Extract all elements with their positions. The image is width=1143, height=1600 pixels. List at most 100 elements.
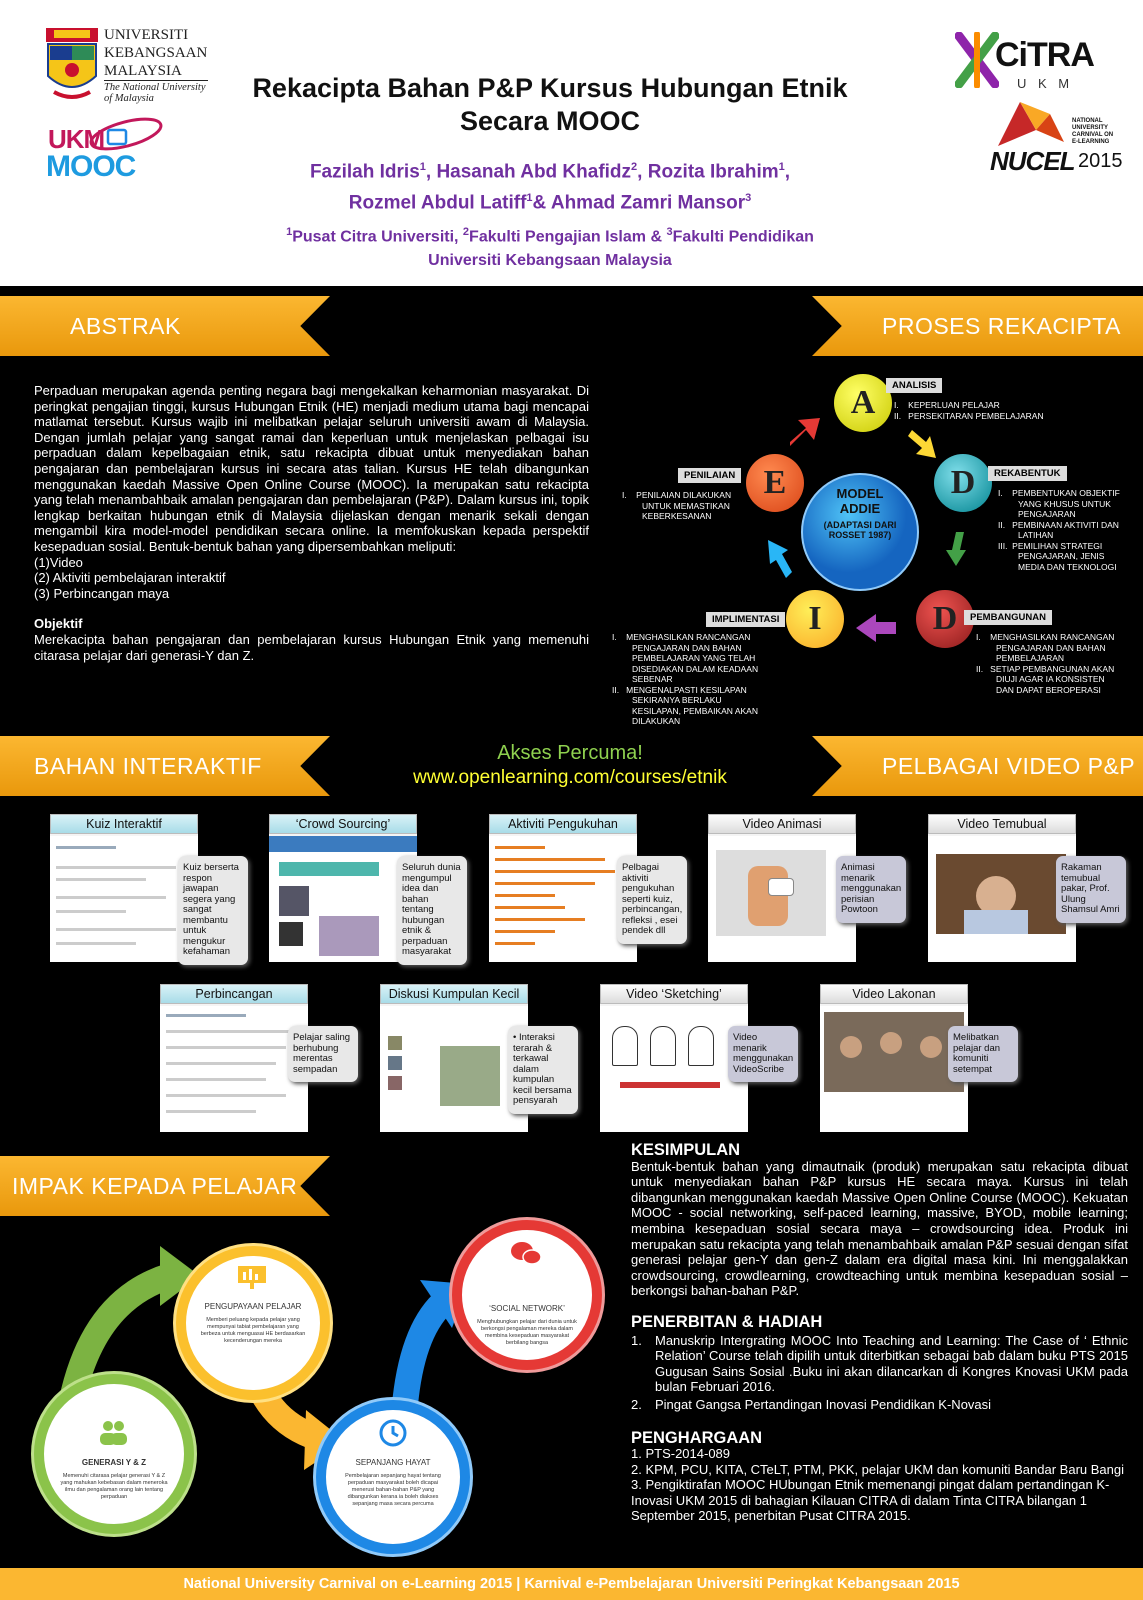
impak-social-title: ‘SOCIAL NETWORK’ bbox=[489, 1304, 565, 1313]
akses-link[interactable]: www.openlearning.com/courses/etnik bbox=[413, 767, 727, 788]
ribbon-proses: PROSES REKACIPTA bbox=[812, 296, 1143, 356]
callout-kuiz: Kuiz berserta respon jawapan segera yang… bbox=[178, 856, 248, 965]
mooc-swoosh-icon bbox=[89, 117, 163, 151]
addie-rekabentuk-item-3: III. PEMILIHAN STRATEGI PENGAJARAN, JENI… bbox=[998, 540, 1117, 572]
impak-generasi-title: GENERASI Y & Z bbox=[81, 1458, 147, 1467]
addie-implimentasi-item-1: I. MENGHASILKAN RANCANGAN PENGAJARAN DAN… bbox=[612, 632, 759, 684]
addie-penilaian-list: I. PENILAIAN DILAKUKAN UNTUK MEMASTIKAN … bbox=[622, 490, 752, 522]
ukm-logo-line4: The National University bbox=[104, 82, 206, 93]
author-2: , Hasanah Abd Khafidz bbox=[425, 161, 632, 183]
impak-generasi-text: Memenuhi citarasa pelajar generasi Y & Z… bbox=[60, 1473, 168, 1500]
addie-center-circle bbox=[801, 473, 919, 591]
addie-circle-i: I bbox=[786, 590, 844, 648]
abstrak-text: Perpaduan merupakan agenda penting negar… bbox=[34, 383, 589, 663]
arrow-a-d bbox=[908, 430, 936, 458]
addie-circle-e: E bbox=[746, 454, 804, 512]
kesimpulan-block: KESIMPULAN Bentuk-bentuk bahan yang dima… bbox=[631, 1141, 1128, 1524]
addie-pembangunan-title: PEMBANGUNAN bbox=[964, 610, 1052, 625]
impak-circle-generasi bbox=[34, 1374, 194, 1534]
affil-2-sup: 2 bbox=[462, 226, 470, 238]
addie-penilaian-item-1: I. PENILAIAN DILAKUKAN UNTUK MEMASTIKAN … bbox=[622, 490, 732, 521]
nucel-year: 2015 bbox=[1078, 150, 1123, 172]
addie-circle-d1: D bbox=[934, 454, 992, 512]
addie-rekabentuk-item-1: I. PEMBENTUKAN OBJEKTIF YANG KHUSUS UNTU… bbox=[998, 488, 1120, 519]
callout-crowd: Seluruh dunia mengumpul idea dan bahan t… bbox=[397, 856, 467, 965]
ribbon-video: PELBAGAI VIDEO P&P bbox=[812, 736, 1143, 796]
addie-arrows bbox=[768, 418, 966, 642]
callout-aktiviti: Pelbagai aktiviti pengukuhan seperti kui… bbox=[617, 856, 687, 944]
addie-diagram: MODEL ADDIE (ADAPTASI DARI ROSSET 1987) … bbox=[600, 370, 1143, 730]
nucel-small-3: CARNIVAL ON bbox=[1072, 132, 1114, 138]
addie-pembangunan-list: I. MENGHASILKAN RANCANGAN PENGAJARAN DAN… bbox=[976, 632, 1116, 695]
shot-kuiz-screen bbox=[50, 836, 198, 962]
arrow-i-e bbox=[768, 540, 792, 578]
ukm-logo-line5: of Malaysia bbox=[104, 93, 154, 104]
addie-center-1: MODEL bbox=[836, 486, 884, 501]
affiliations: 1Pusat Citra Universiti, 2Fakulti Pengaj… bbox=[210, 220, 890, 273]
shot-temubual-screen bbox=[928, 836, 1076, 962]
shot-diskusi: Diskusi Kumpulan Kecil bbox=[380, 984, 528, 1132]
ukm-logo-line1: UNIVERSITI bbox=[104, 27, 189, 43]
author-1: Fazilah Idris bbox=[309, 161, 420, 183]
addie-center-3: (ADAPTASI DARI bbox=[823, 520, 897, 530]
impak-pengupayaan-title: PENGUPAYAAN PELAJAR bbox=[204, 1302, 302, 1311]
impak-diagram: GENERASI Y & Z Memenuhi citarasa pelajar… bbox=[0, 1220, 602, 1565]
addie-rekabentuk-title: REKABENTUK bbox=[988, 466, 1067, 481]
author-1-sup: 1 bbox=[419, 161, 426, 173]
presentation-icon bbox=[238, 1266, 266, 1289]
footer: National University Carnival on e-Learni… bbox=[0, 1568, 1143, 1600]
addie-rekabentuk-item-2: II. PEMBINAAN AKTIVITI DAN LATIHAN bbox=[998, 519, 1119, 541]
callout-diskusi: • Interaksi terarah & terkawal dalam kum… bbox=[508, 1026, 578, 1114]
penerbitan-heading: PENERBITAN & HADIAH bbox=[631, 1312, 823, 1331]
addie-implimentasi-item-2: II. MENGENALPASTI KESILAPAN SEKIRANYA BE… bbox=[612, 684, 758, 727]
addie-implimentasi-list: I. MENGHASILKAN RANCANGAN PENGAJARAN DAN… bbox=[612, 632, 772, 727]
shot-temubual-caption: Video Temubual bbox=[928, 814, 1076, 834]
penghargaan-heading: PENGHARGAAN bbox=[631, 1428, 763, 1447]
citra-x-icon bbox=[955, 32, 999, 88]
shot-crowd-caption: ‘Crowd Sourcing’ bbox=[269, 814, 417, 834]
callout-animasi: Animasi menarik menggunakan perisian Pow… bbox=[836, 856, 906, 923]
nucel-text: NUCEL bbox=[990, 146, 1076, 176]
nucel-logo: NATIONAL UNIVERSITY CARNIVAL ON E-LEARNI… bbox=[990, 96, 1125, 180]
citra-ukm-text: U K M bbox=[1017, 76, 1074, 91]
shot-perbincangan-screen bbox=[160, 1006, 308, 1132]
affil-2: Fakulti Pengajian Islam & bbox=[469, 228, 667, 246]
header bbox=[0, 0, 1143, 286]
shot-diskusi-caption: Diskusi Kumpulan Kecil bbox=[380, 984, 528, 1004]
penghargaan-item-1: 1. PTS-2014-089 bbox=[631, 1446, 731, 1462]
author-5-sup: 3 bbox=[745, 192, 752, 205]
shot-kuiz-caption: Kuiz Interaktif bbox=[50, 814, 198, 834]
clock-icon bbox=[379, 1419, 407, 1447]
callout-lakonan: Melibatkan pelajar dan komuniti setempat bbox=[948, 1026, 1018, 1082]
citra-text: CiTRA bbox=[995, 36, 1095, 74]
addie-analisis-title: ANALISIS bbox=[886, 378, 943, 393]
ukm-mooc-mooc: MOOC bbox=[46, 150, 136, 183]
author-comma: , bbox=[784, 161, 791, 183]
shot-kuiz: Kuiz Interaktif bbox=[50, 814, 198, 962]
shot-sketching-screen bbox=[600, 1006, 748, 1132]
abstrak-item-1: (1)Video bbox=[34, 554, 83, 570]
addie-center-2: ADDIE bbox=[839, 501, 881, 516]
chat-bubbles-icon bbox=[511, 1242, 542, 1265]
ribbon-impak: IMPAK KEPADA PELAJAR bbox=[0, 1156, 330, 1216]
addie-analisis-item-2: II. PERSEKITARAN PEMBELAJARAN bbox=[894, 410, 1044, 421]
impak-circle-sepanjang bbox=[316, 1400, 470, 1554]
objektif-heading: Objektif bbox=[34, 616, 83, 632]
affil-3-sup: 3 bbox=[666, 226, 673, 238]
shot-lakonan-caption: Video Lakonan bbox=[820, 984, 968, 1004]
affil-3: Fakulti Pendidikan bbox=[672, 228, 814, 246]
addie-rekabentuk-list: I. PEMBENTUKAN OBJEKTIF YANG KHUSUS UNTU… bbox=[998, 488, 1130, 572]
shot-aktiviti-screen bbox=[489, 836, 637, 962]
arrow-d-i bbox=[856, 614, 896, 642]
penerbitan-item-1: Manuskrip Intergrating MOOC Into Teachin… bbox=[655, 1332, 1128, 1395]
shot-perbincangan: Perbincangan bbox=[160, 984, 308, 1132]
akses-block: Akses Percuma! www.openlearning.com/cour… bbox=[380, 742, 760, 789]
addie-pembangunan-item-2: II. SETIAP PEMBANGUNAN AKAN DIUJI AGAR I… bbox=[976, 663, 1115, 695]
shot-diskusi-screen bbox=[380, 1006, 528, 1132]
arrow-e-a bbox=[790, 418, 820, 446]
shot-lakonan-screen bbox=[820, 1006, 968, 1132]
callout-sketching: Video menarik menggunakan VideoScribe bbox=[728, 1026, 798, 1082]
ukm-logo: UNIVERSITI KEBANGSAAN MALAYSIA The Natio… bbox=[40, 26, 215, 108]
kesimpulan-body: Bentuk-bentuk bahan yang dimautnaik (pro… bbox=[631, 1158, 1128, 1299]
